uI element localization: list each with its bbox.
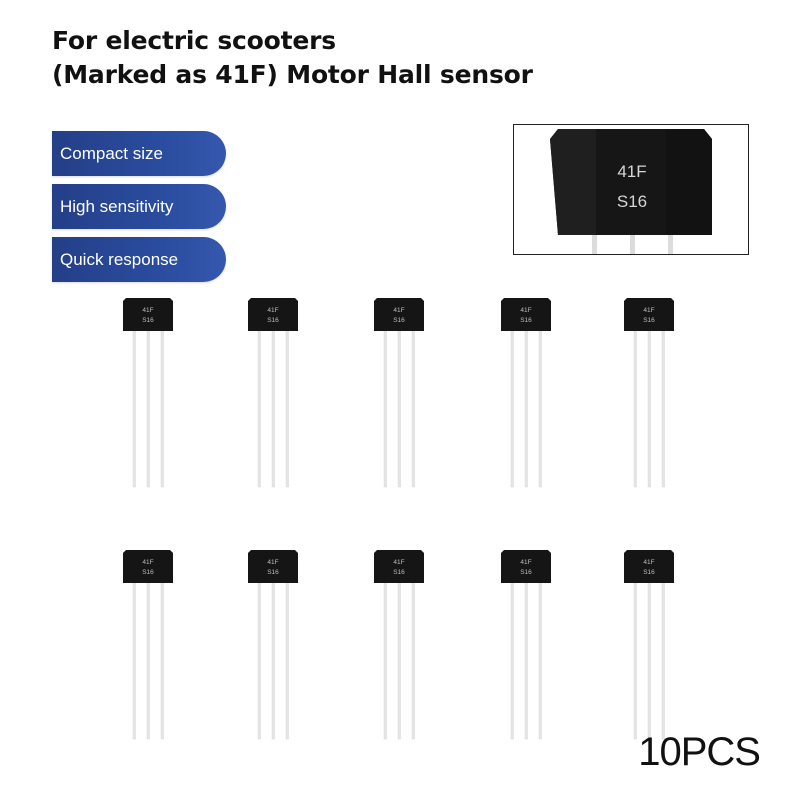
sensor-marking-line-1: 41F [643, 559, 654, 566]
sensor-body [624, 550, 674, 583]
sensor-lead [285, 328, 289, 488]
sensor-body [248, 550, 298, 583]
title-line-2: (Marked as 41F) Motor Hall sensor [52, 60, 533, 89]
sensor-lead [538, 580, 542, 740]
sensor-lead [633, 580, 637, 740]
sensor-marking-line-1: 41F [267, 559, 278, 566]
sensor-lead [160, 328, 164, 488]
sensor-body [374, 550, 424, 583]
sensor-body [123, 298, 173, 331]
sensor-lead [524, 580, 528, 740]
sensor-lead [524, 328, 528, 488]
sensor-marking-line-1: 41F [142, 559, 153, 566]
marking-closeup: 41F S16 [513, 124, 749, 255]
product-title: For electric scooters (Marked as 41F) Mo… [52, 24, 533, 92]
feature-tag-compact-size: Compact size [52, 131, 226, 176]
sensor-lead [383, 328, 387, 488]
sensor-marking-line-2: S16 [142, 317, 154, 324]
sensor-lead [411, 580, 415, 740]
sensor-lead [633, 328, 637, 488]
sensor-lead [647, 328, 651, 488]
closeup-lead [592, 225, 597, 254]
sensor-marking-line-2: S16 [267, 569, 279, 576]
feature-tag-quick-response: Quick response [52, 237, 226, 282]
feature-tags: Compact size High sensitivity Quick resp… [52, 131, 226, 290]
sensor-body [248, 298, 298, 331]
sensor-body [501, 550, 551, 583]
sensor-lead [257, 580, 261, 740]
sensor-marking-line-2: S16 [643, 569, 655, 576]
sensor-marking-line-2: S16 [267, 317, 279, 324]
sensor-lead [538, 328, 542, 488]
sensor-marking-line-2: S16 [520, 317, 532, 324]
sensor-closeup-image: 41F S16 [550, 129, 712, 254]
sensor-lead [285, 580, 289, 740]
sensor-marking-line-1: 41F [520, 559, 531, 566]
sensor-lead [661, 580, 665, 740]
sensor-body [501, 298, 551, 331]
sensor-lead [132, 580, 136, 740]
sensor-lead [647, 580, 651, 740]
sensor-lead [411, 328, 415, 488]
sensor-marking-line-1: 41F [393, 307, 404, 314]
sensor-lead [661, 328, 665, 488]
sensor-marking-line-2: S16 [393, 569, 405, 576]
feature-tag-high-sensitivity: High sensitivity [52, 184, 226, 229]
sensor-lead [397, 328, 401, 488]
closeup-marking-line-2: S16 [617, 192, 647, 211]
title-line-1: For electric scooters [52, 26, 336, 55]
sensor-marking-line-2: S16 [643, 317, 655, 324]
closeup-marking-line-1: 41F [617, 162, 646, 181]
sensor-lead [271, 580, 275, 740]
sensor-marking-line-1: 41F [142, 307, 153, 314]
sensor-lead [510, 580, 514, 740]
sensor-marking-line-2: S16 [142, 569, 154, 576]
sensor-body [624, 298, 674, 331]
sensor-lead [510, 328, 514, 488]
sensor-lead [160, 580, 164, 740]
sensor-body [123, 550, 173, 583]
sensor-lead [271, 328, 275, 488]
sensor-marking-line-1: 41F [520, 307, 531, 314]
sensor-lead [397, 580, 401, 740]
closeup-lead [630, 225, 635, 254]
sensor-lead [146, 328, 150, 488]
sensor-lead [132, 328, 136, 488]
sensor-body [374, 298, 424, 331]
sensor-marking-line-1: 41F [267, 307, 278, 314]
sensor-lead [383, 580, 387, 740]
sensor-marking-line-2: S16 [520, 569, 532, 576]
sensor-marking-line-2: S16 [393, 317, 405, 324]
sensor-lead [146, 580, 150, 740]
sensor-marking-line-1: 41F [393, 559, 404, 566]
closeup-lead [668, 225, 673, 254]
sensor-marking-line-1: 41F [643, 307, 654, 314]
quantity-label: 10PCS [638, 730, 761, 774]
sensor-lead [257, 328, 261, 488]
